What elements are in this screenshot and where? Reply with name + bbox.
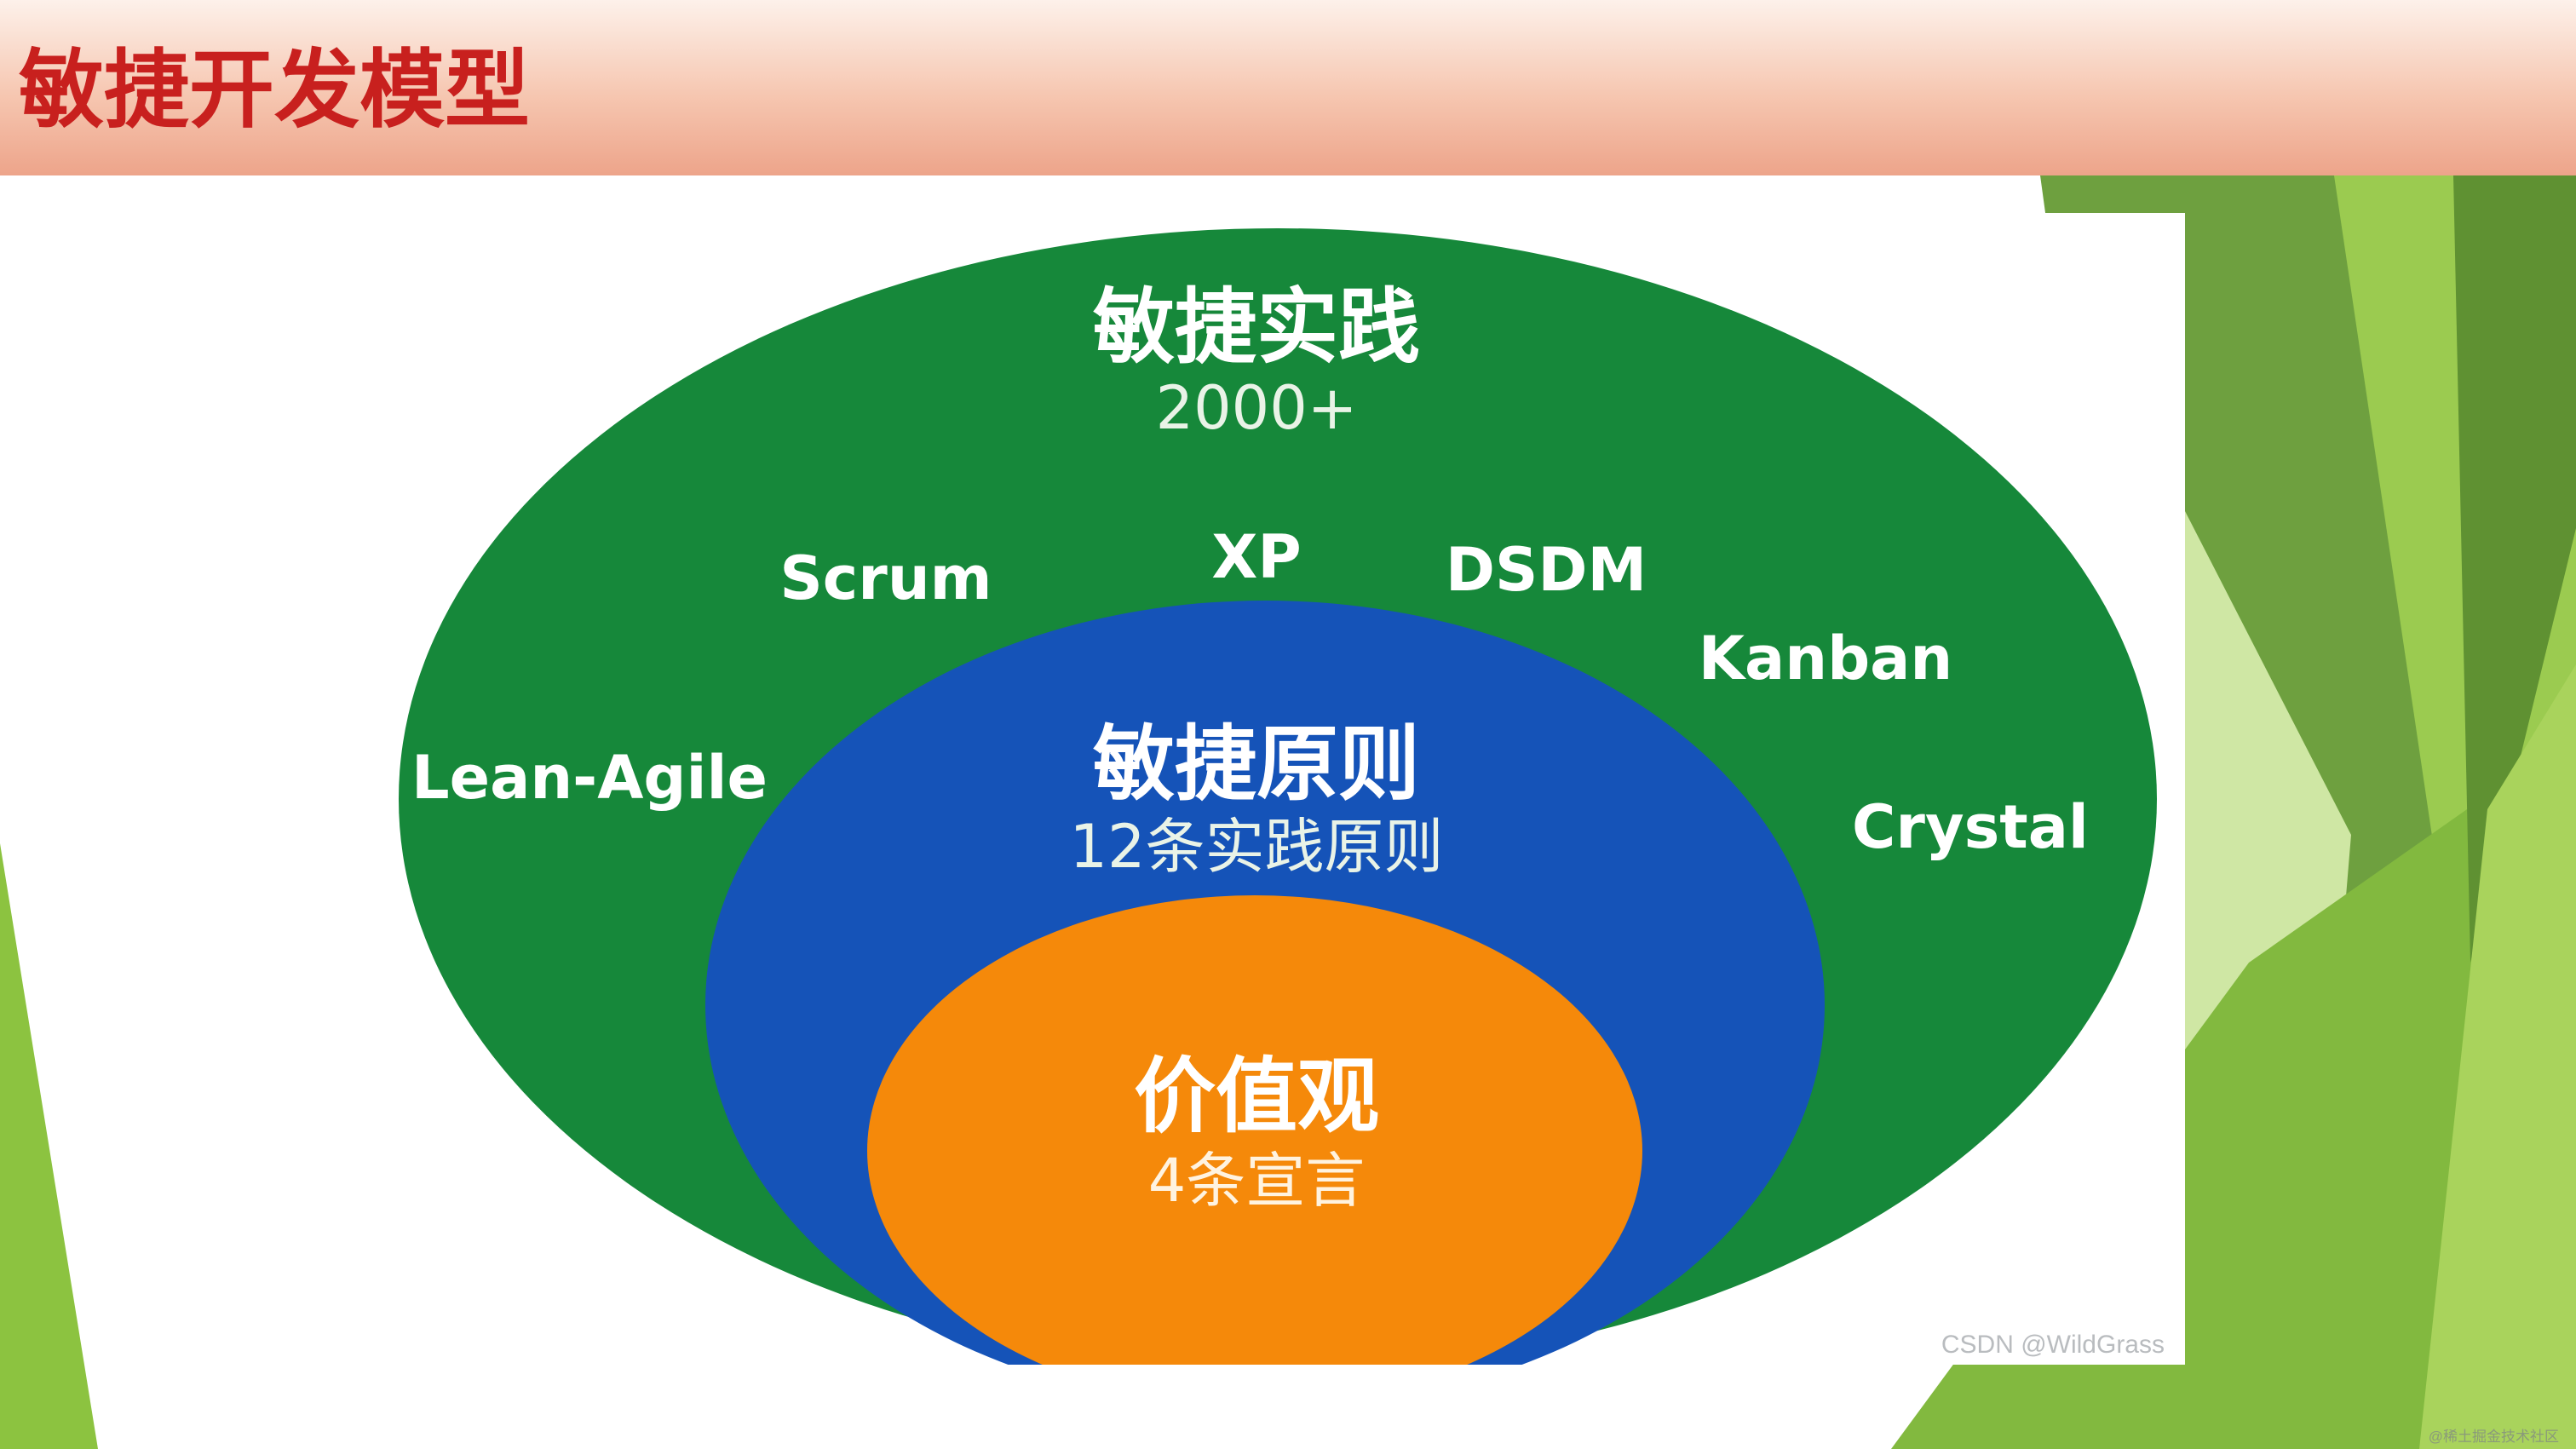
- method-xp: XP: [1211, 522, 1301, 592]
- inner-subtitle: 4条宣言: [1148, 1146, 1366, 1216]
- watermark: CSDN @WildGrass: [1941, 1331, 2165, 1359]
- method-crystal: Crystal: [1852, 792, 2089, 862]
- corner-watermark: @稀土掘金技术社区: [2428, 1429, 2559, 1445]
- middle-subtitle: 12条实践原则: [1069, 812, 1443, 882]
- slide-header: 敏捷开发模型: [0, 0, 2576, 175]
- deco-right-deep: [2453, 175, 2576, 963]
- inner-ellipse-values: [867, 895, 1642, 1365]
- deco-right-bright: [2419, 664, 2576, 1449]
- slide-title: 敏捷开发模型: [19, 39, 530, 140]
- outer-title: 敏捷实践: [1093, 279, 1420, 375]
- deco-left-triangle: [0, 843, 98, 1449]
- diagram-card: 敏捷实践 2000+ Scrum XP DSDM Kanban Lean-Agi…: [392, 213, 2185, 1365]
- method-kanban: Kanban: [1699, 624, 1953, 693]
- method-lean-agile: Lean-Agile: [411, 743, 768, 813]
- method-scrum: Scrum: [779, 543, 992, 613]
- inner-title: 价值观: [1134, 1049, 1379, 1144]
- method-dsdm: DSDM: [1446, 535, 1647, 605]
- outer-subtitle: 2000+: [1156, 373, 1358, 443]
- agile-nested-diagram: 敏捷实践 2000+ Scrum XP DSDM Kanban Lean-Agi…: [399, 228, 2157, 1365]
- middle-title: 敏捷原则: [1093, 716, 1420, 812]
